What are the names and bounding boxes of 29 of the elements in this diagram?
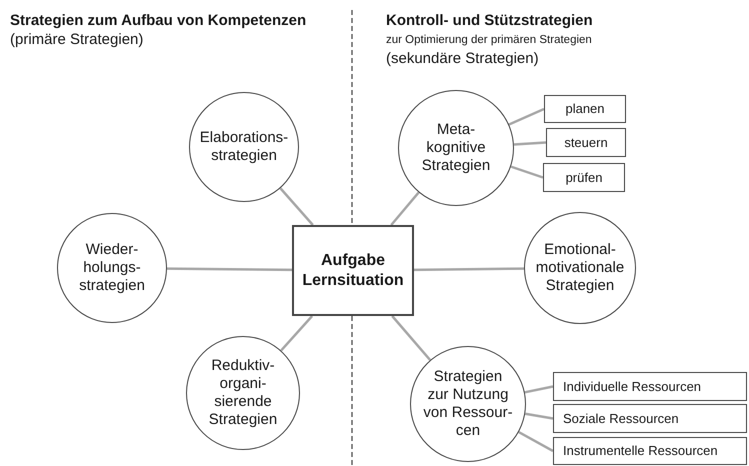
- connector-line: [414, 267, 524, 272]
- subheading: zur Optimierung der primären Strategien: [386, 34, 592, 46]
- item-box: Soziale Ressourcen: [553, 404, 747, 433]
- connector-line: [390, 192, 420, 226]
- strategy-circle: Emotional- motivationale Strategien: [524, 212, 636, 324]
- connector-line: [514, 141, 546, 146]
- strategy-circle: Meta- kognitive Strategien: [398, 90, 514, 206]
- connector-line: [524, 412, 554, 420]
- strategy-circle: Strategien zur Nutzung von Ressour- cen: [410, 346, 526, 462]
- item-box: planen: [544, 95, 626, 123]
- connector-line: [524, 385, 554, 394]
- item-box: steuern: [546, 128, 626, 157]
- heading: Strategien zum Aufbau von Kompetenzen (primäre Strategien): [10, 12, 308, 50]
- connector-line: [518, 430, 554, 452]
- connector-line: [166, 267, 292, 272]
- item-box: prüfen: [543, 163, 625, 192]
- item-box: Instrumentelle Ressourcen: [553, 437, 747, 465]
- connector-line: [391, 315, 432, 361]
- item-box: Individuelle Ressourcen: [553, 372, 747, 401]
- strategy-circle: Elaborations- strategien: [189, 92, 299, 202]
- connector-line: [279, 187, 314, 226]
- connector-line: [510, 165, 544, 179]
- connector-line: [280, 315, 314, 352]
- subheading: (sekundäre Strategien): [386, 50, 539, 67]
- heading: Kontroll- und Stützstrategien: [386, 12, 593, 29]
- center-box: Aufgabe Lernsituation: [292, 225, 414, 316]
- strategy-circle: Reduktiv- organi- sierende Strategien: [186, 336, 300, 450]
- connector-line: [508, 108, 544, 126]
- strategy-circle: Wieder- holungs- strategien: [57, 213, 167, 323]
